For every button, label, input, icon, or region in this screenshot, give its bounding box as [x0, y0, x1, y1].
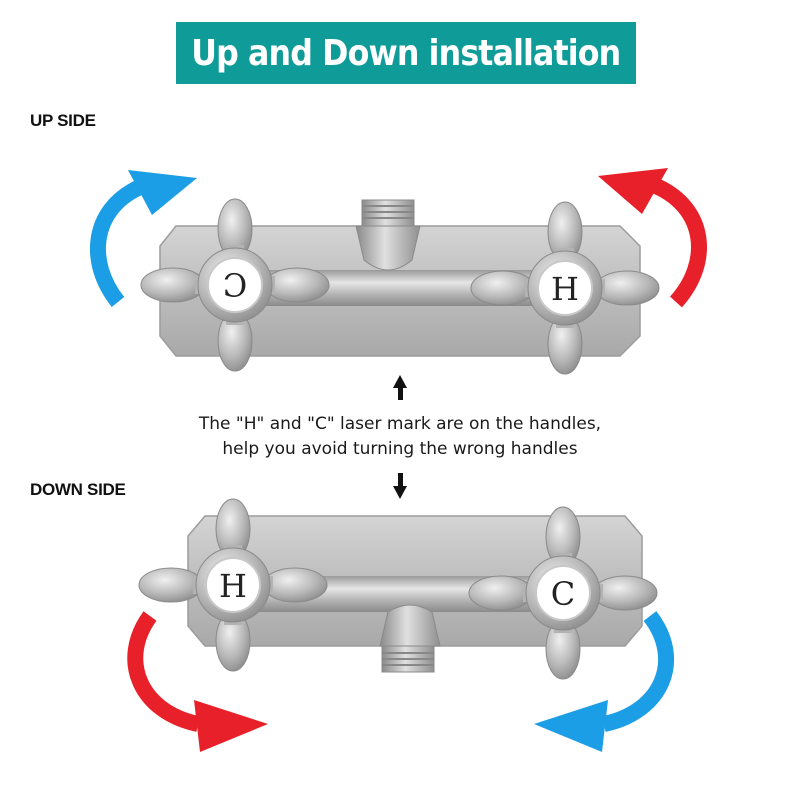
- title-banner: Up and Down installation: [176, 22, 636, 84]
- up-left-handle-mark: C: [223, 265, 247, 303]
- caption-line-2: help you avoid turning the wrong handles: [222, 439, 578, 459]
- banner-title: Up and Down installation: [191, 32, 621, 74]
- hot-arrow-icon: [127, 611, 268, 752]
- hot-arrow-icon: [598, 168, 707, 308]
- up-right-handle-mark: H: [551, 270, 579, 308]
- cold-arrow-icon: [90, 170, 197, 307]
- up-arrow-icon: [393, 375, 407, 400]
- down-side-label: DOWN SIDE: [30, 480, 126, 499]
- down-faucet: [138, 498, 658, 680]
- down-arrow-icon: [393, 473, 407, 499]
- up-faucet: [140, 198, 660, 375]
- down-left-handle-mark: H: [219, 567, 247, 605]
- caption: The "H" and "C" laser mark are on the ha…: [140, 412, 660, 462]
- up-side-label: UP SIDE: [30, 111, 96, 130]
- cold-arrow-icon: [534, 611, 674, 752]
- caption-line-1: The "H" and "C" laser mark are on the ha…: [198, 414, 602, 434]
- down-right-handle-mark: C: [551, 575, 575, 613]
